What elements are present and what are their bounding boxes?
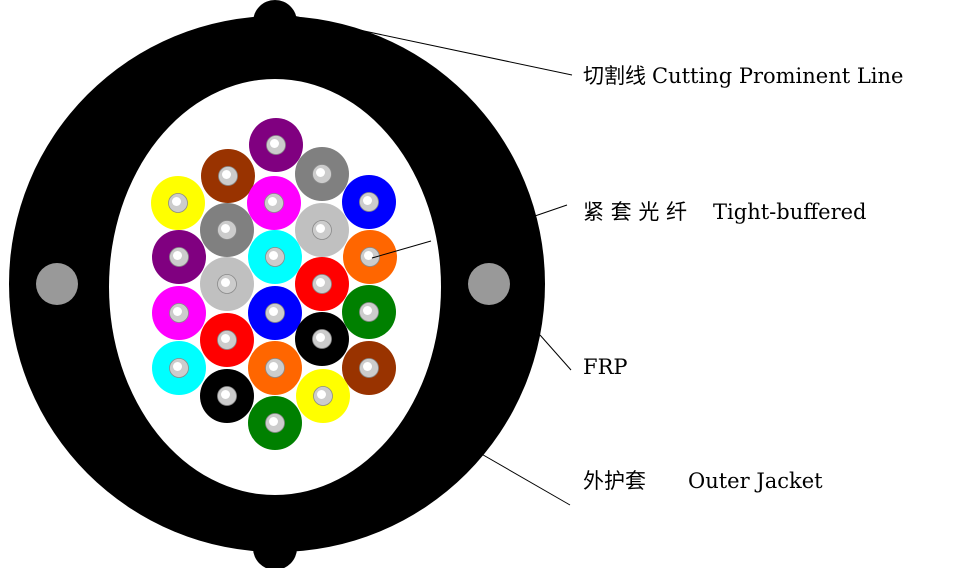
label-cutting-line-cn: 切割线 bbox=[583, 64, 646, 88]
label-tight-buffered-cn: 紧 套 光 纤 bbox=[583, 200, 688, 224]
fiber-gray bbox=[200, 203, 254, 257]
fiber-core bbox=[221, 224, 230, 233]
fiber-core bbox=[269, 417, 278, 426]
fiber-core bbox=[270, 139, 279, 148]
fiber-light-gray bbox=[295, 203, 349, 257]
fiber-core bbox=[173, 251, 182, 260]
fiber-core bbox=[316, 168, 325, 177]
fiber-core bbox=[268, 197, 277, 206]
leader-line-tight-buffered bbox=[531, 204, 568, 218]
fiber-core bbox=[316, 278, 325, 287]
label-tight-buffered: 紧 套 光 纤 Tight-buffered bbox=[583, 202, 866, 223]
label-tight-buffered-en: Tight-buffered bbox=[713, 200, 867, 224]
fiber-red bbox=[295, 257, 349, 311]
label-cutting-line-en: Cutting Prominent Line bbox=[652, 64, 904, 88]
fiber-core bbox=[317, 390, 326, 399]
fiber-black bbox=[200, 369, 254, 423]
fiber-magenta bbox=[152, 286, 206, 340]
label-outer-jacket-en: Outer Jacket bbox=[688, 469, 823, 493]
label-frp-en: FRP bbox=[583, 355, 628, 379]
fiber-core bbox=[269, 362, 278, 371]
fiber-green bbox=[342, 285, 396, 339]
fiber-core bbox=[269, 251, 278, 260]
fiber-blue bbox=[342, 175, 396, 229]
fiber-core bbox=[316, 333, 325, 342]
cutting-line-bump-bottom bbox=[253, 526, 297, 568]
fiber-core bbox=[172, 197, 181, 206]
fiber-core bbox=[363, 362, 372, 371]
fiber-orange bbox=[343, 230, 397, 284]
frp-right bbox=[468, 263, 510, 305]
fiber-purple bbox=[249, 118, 303, 172]
fiber-blue bbox=[248, 286, 302, 340]
fiber-light-gray bbox=[200, 257, 254, 311]
fiber-core bbox=[363, 196, 372, 205]
fiber-core bbox=[173, 307, 182, 316]
fiber-purple bbox=[152, 230, 206, 284]
leader-line-tight-buffered-inner bbox=[371, 240, 432, 259]
fiber-core bbox=[173, 362, 182, 371]
fiber-core bbox=[221, 278, 230, 287]
fiber-core bbox=[222, 170, 231, 179]
fiber-core bbox=[269, 307, 278, 316]
fiber-gray bbox=[295, 147, 349, 201]
fiber-magenta bbox=[247, 176, 301, 230]
fiber-black bbox=[295, 312, 349, 366]
leader-line-frp bbox=[539, 334, 572, 371]
label-outer-jacket-cn: 外护套 bbox=[583, 469, 646, 493]
fiber-core bbox=[363, 306, 372, 315]
label-outer-jacket: 外护套 Outer Jacket bbox=[583, 471, 823, 492]
fiber-core bbox=[364, 251, 373, 260]
cutting-line-bump-top bbox=[253, 0, 297, 44]
fiber-red bbox=[200, 313, 254, 367]
fiber-cyan bbox=[152, 341, 206, 395]
fiber-yellow bbox=[296, 369, 350, 423]
frp-left bbox=[36, 263, 78, 305]
fiber-green bbox=[248, 396, 302, 450]
fiber-brown bbox=[342, 341, 396, 395]
fiber-core bbox=[221, 334, 230, 343]
label-frp: FRP bbox=[583, 357, 628, 378]
fiber-core bbox=[316, 224, 325, 233]
tight-buffered-fibers bbox=[151, 118, 397, 450]
fiber-cyan bbox=[248, 230, 302, 284]
leader-line-cutting bbox=[292, 15, 573, 76]
fiber-brown bbox=[201, 149, 255, 203]
fiber-core bbox=[221, 390, 230, 399]
fiber-yellow bbox=[151, 176, 205, 230]
fiber-orange bbox=[248, 341, 302, 395]
leader-line-outer-jacket bbox=[477, 451, 571, 506]
